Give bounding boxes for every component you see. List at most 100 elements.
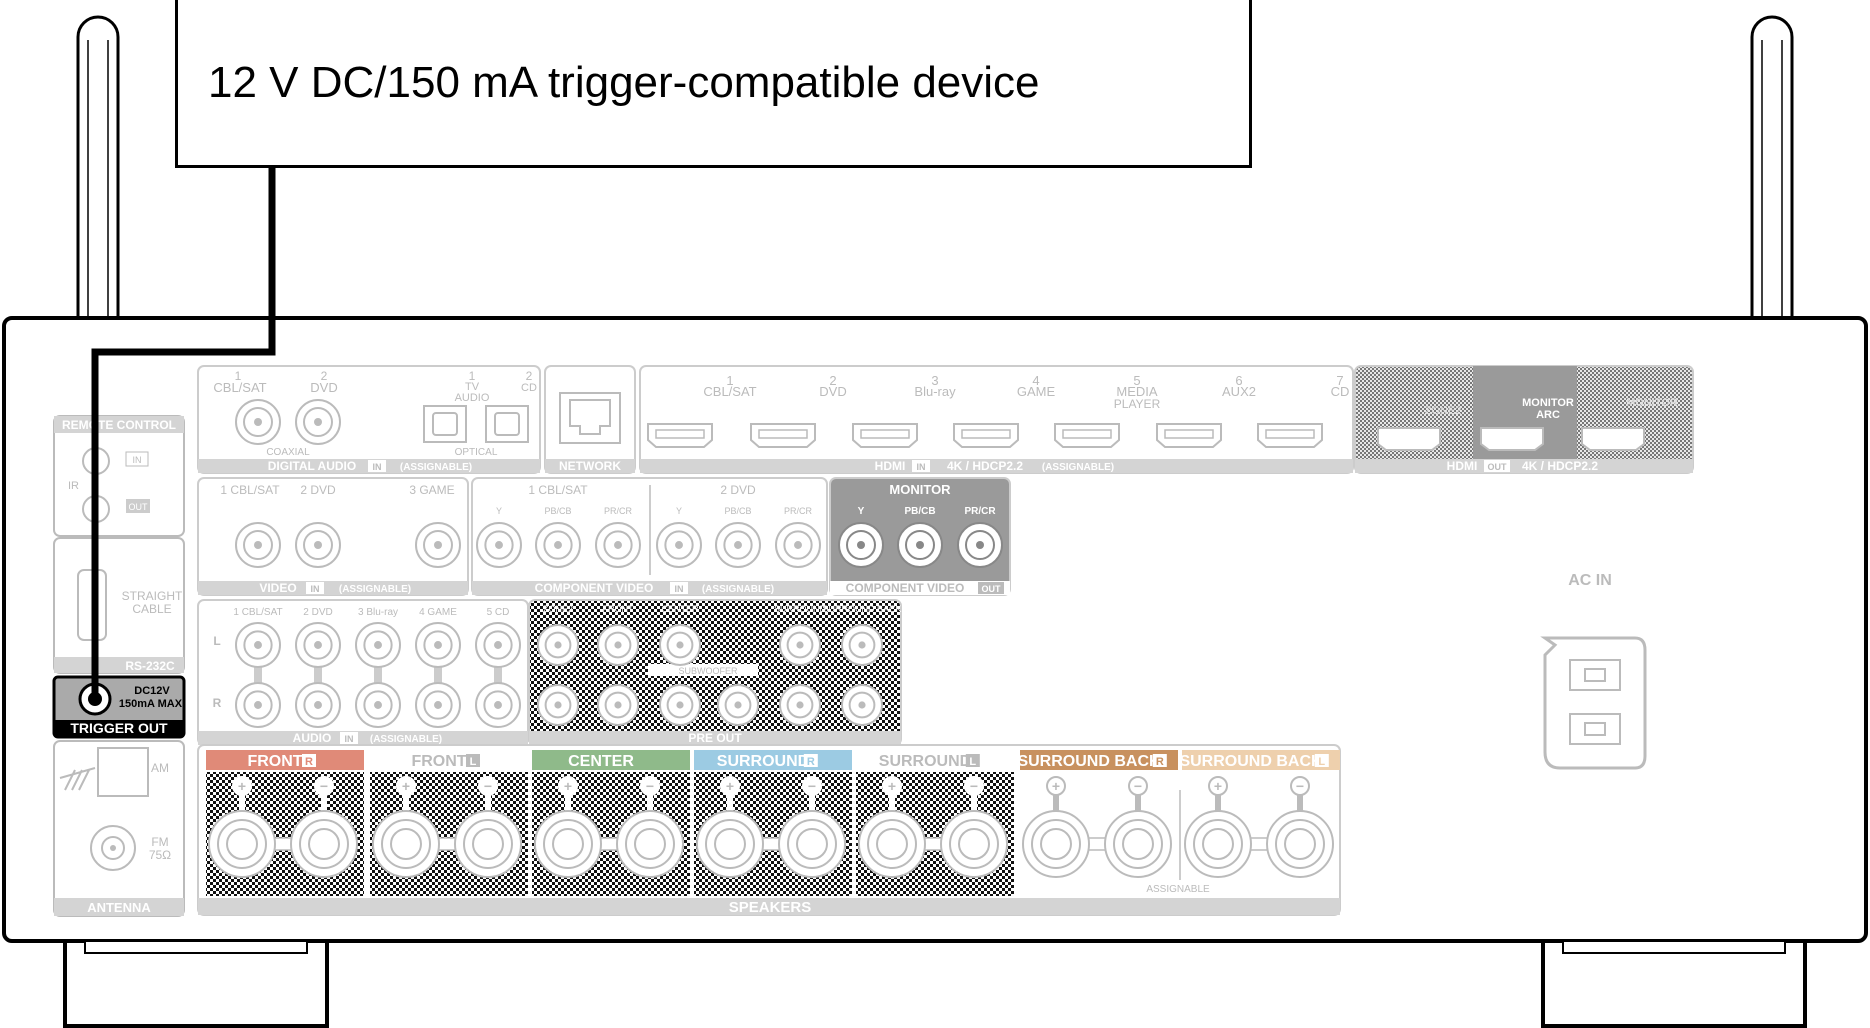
hdmi-in-2-port[interactable] xyxy=(750,423,816,448)
hdmi-in-6-port[interactable] xyxy=(1156,423,1222,448)
component-in-jack-1[interactable] xyxy=(476,522,522,568)
speaker-channel-1-minus-terminal[interactable] xyxy=(290,810,358,878)
hdmi-in-1-port[interactable] xyxy=(647,423,713,448)
hdmi-in-5-port[interactable] xyxy=(1054,423,1120,448)
speaker-channel-5-label: SURROUND xyxy=(879,753,971,770)
hdmi-in-2-num: 2 xyxy=(829,373,836,388)
ir-label: IR xyxy=(68,480,79,492)
hdmi-in-6-name: AUX2 xyxy=(1222,384,1256,399)
audio-in-3-label: 3 Blu-ray xyxy=(358,607,398,618)
component-in-1-label: Y xyxy=(496,506,502,516)
audio-in-4-l-jack[interactable] xyxy=(415,622,461,668)
coaxial-jack-1[interactable] xyxy=(235,399,281,445)
speaker-channel-5-plus-terminal[interactable] xyxy=(858,810,926,878)
pre-out-bottom-jack-1[interactable] xyxy=(537,684,579,726)
coaxial-jack-2[interactable] xyxy=(295,399,341,445)
audio-in-1-l-jack[interactable] xyxy=(235,622,281,668)
network-port[interactable] xyxy=(559,392,621,444)
speaker-channel-1-plus: + xyxy=(238,778,246,794)
component-in-group1-label: 1 CBL/SAT xyxy=(528,483,588,497)
speaker-channel-4-label: SURROUND xyxy=(717,753,809,770)
speaker-channel-4-plus-terminal[interactable] xyxy=(696,810,764,878)
pre-out-top-jack-2[interactable] xyxy=(597,624,639,666)
pre-out-front-label: FRONT xyxy=(603,604,634,614)
rs232c-straight-label: STRAIGHT xyxy=(122,589,183,603)
audio-in-3-r-jack[interactable] xyxy=(355,682,401,728)
video-in-jack-3[interactable] xyxy=(415,522,461,568)
audio-in-5-r-jack[interactable] xyxy=(475,682,521,728)
pre-out-bottom-jack-6[interactable] xyxy=(841,684,883,726)
speaker-channel-2-minus: − xyxy=(484,778,492,794)
speaker-channel-7-plus-terminal[interactable] xyxy=(1184,810,1252,878)
pre-out-surround-back-label: SURROUND BACK xyxy=(822,604,901,614)
speaker-channel-1-side: R xyxy=(305,756,313,768)
audio-in-2-l-jack[interactable] xyxy=(295,622,341,668)
video-in-2-label: 2 DVD xyxy=(300,483,336,497)
component-out-y-jack[interactable] xyxy=(838,522,884,568)
speaker-channel-5-plus: + xyxy=(888,778,896,794)
pre-out-bottom-jack-3[interactable] xyxy=(659,684,701,726)
am-terminal[interactable] xyxy=(97,747,149,797)
pre-out-top-jack-4[interactable] xyxy=(779,624,821,666)
speaker-channel-5-minus-terminal[interactable] xyxy=(940,810,1008,878)
hdmi-in-footer: HDMI xyxy=(875,459,906,473)
speaker-channel-6-minus-terminal[interactable] xyxy=(1104,810,1172,878)
component-in-jack-2[interactable] xyxy=(535,522,581,568)
opt1-num: 1 xyxy=(469,369,476,383)
component-in-footer-in: IN xyxy=(675,584,684,594)
speaker-channel-4-minus-terminal[interactable] xyxy=(778,810,846,878)
rs232c-panel: STRAIGHT CABLE RS-232C xyxy=(53,537,185,674)
component-out-pb-jack[interactable] xyxy=(897,522,943,568)
pre-out-top-jack-5[interactable] xyxy=(841,624,883,666)
optical-jack-2[interactable] xyxy=(485,405,529,443)
speaker-channel-3-plus-terminal[interactable] xyxy=(534,810,602,878)
ac-in-socket[interactable] xyxy=(1540,636,1647,770)
hdmi-in-4-port[interactable] xyxy=(953,423,1019,448)
video-in-jack-2[interactable] xyxy=(295,522,341,568)
component-in-5-label: PB/CB xyxy=(724,506,751,516)
audio-in-footer: AUDIO xyxy=(293,731,332,745)
component-in-jack-5[interactable] xyxy=(715,522,761,568)
component-out-pb-label: PB/CB xyxy=(904,506,935,517)
optical-jack-1[interactable] xyxy=(423,405,467,443)
speaker-channel-5-side: L xyxy=(969,756,976,768)
component-in-jack-3[interactable] xyxy=(595,522,641,568)
pre-out-top-jack-3[interactable] xyxy=(659,624,701,666)
hdmi-in-3-port[interactable] xyxy=(852,423,918,448)
hdmi-in-7-num: 7 xyxy=(1336,373,1343,388)
optical-label: OPTICAL xyxy=(455,447,498,458)
speaker-channel-6-plus-terminal[interactable] xyxy=(1022,810,1090,878)
speaker-channel-3-plus: + xyxy=(564,778,572,794)
pre-out-top-jack-1[interactable] xyxy=(537,624,579,666)
speaker-channel-3-minus-terminal[interactable] xyxy=(616,810,684,878)
speaker-channel-7-minus: − xyxy=(1296,778,1304,794)
component-in-jack-6[interactable] xyxy=(775,522,821,568)
component-out-pr-jack[interactable] xyxy=(957,522,1003,568)
speaker-channel-6-side: R xyxy=(1156,756,1164,768)
audio-in-2-r-jack[interactable] xyxy=(295,682,341,728)
hdmi-out-monitor-arc-port[interactable] xyxy=(1480,427,1544,451)
audio-in-4-r-jack[interactable] xyxy=(415,682,461,728)
pre-out-panel: ZONE2 FRONT CENTER SURROUND SURROUND BAC… xyxy=(528,599,902,746)
pre-out-bottom-jack-5[interactable] xyxy=(779,684,821,726)
pre-out-bottom-jack-2[interactable] xyxy=(597,684,639,726)
pre-out-bottom-jack-4[interactable] xyxy=(717,684,759,726)
speaker-channel-6-label: SURROUND BACK xyxy=(1017,753,1161,770)
speaker-channel-2-minus-terminal[interactable] xyxy=(454,810,522,878)
ac-in-title: AC IN xyxy=(1568,572,1612,589)
video-in-1-label: 1 CBL/SAT xyxy=(220,483,280,497)
hdmi-out-monitor2-port[interactable] xyxy=(1581,427,1645,451)
audio-in-3-l-jack[interactable] xyxy=(355,622,401,668)
hdmi-in-7-port[interactable] xyxy=(1257,423,1323,448)
component-in-jack-4[interactable] xyxy=(656,522,702,568)
speaker-channel-7-minus-terminal[interactable] xyxy=(1266,810,1334,878)
remote-control-panel: REMOTE CONTROL IR IN OUT xyxy=(53,415,185,537)
audio-in-1-r-jack[interactable] xyxy=(235,682,281,728)
video-in-jack-1[interactable] xyxy=(235,522,281,568)
speaker-channel-6-minus: − xyxy=(1134,778,1142,794)
audio-in-5-l-jack[interactable] xyxy=(475,622,521,668)
speaker-channel-1-plus-terminal[interactable] xyxy=(208,810,276,878)
speaker-channel-2-plus-terminal[interactable] xyxy=(372,810,440,878)
hdmi-out-zone2-port[interactable] xyxy=(1377,427,1441,451)
hdmi-out-footer-spec: 4K / HDCP2.2 xyxy=(1522,459,1598,473)
